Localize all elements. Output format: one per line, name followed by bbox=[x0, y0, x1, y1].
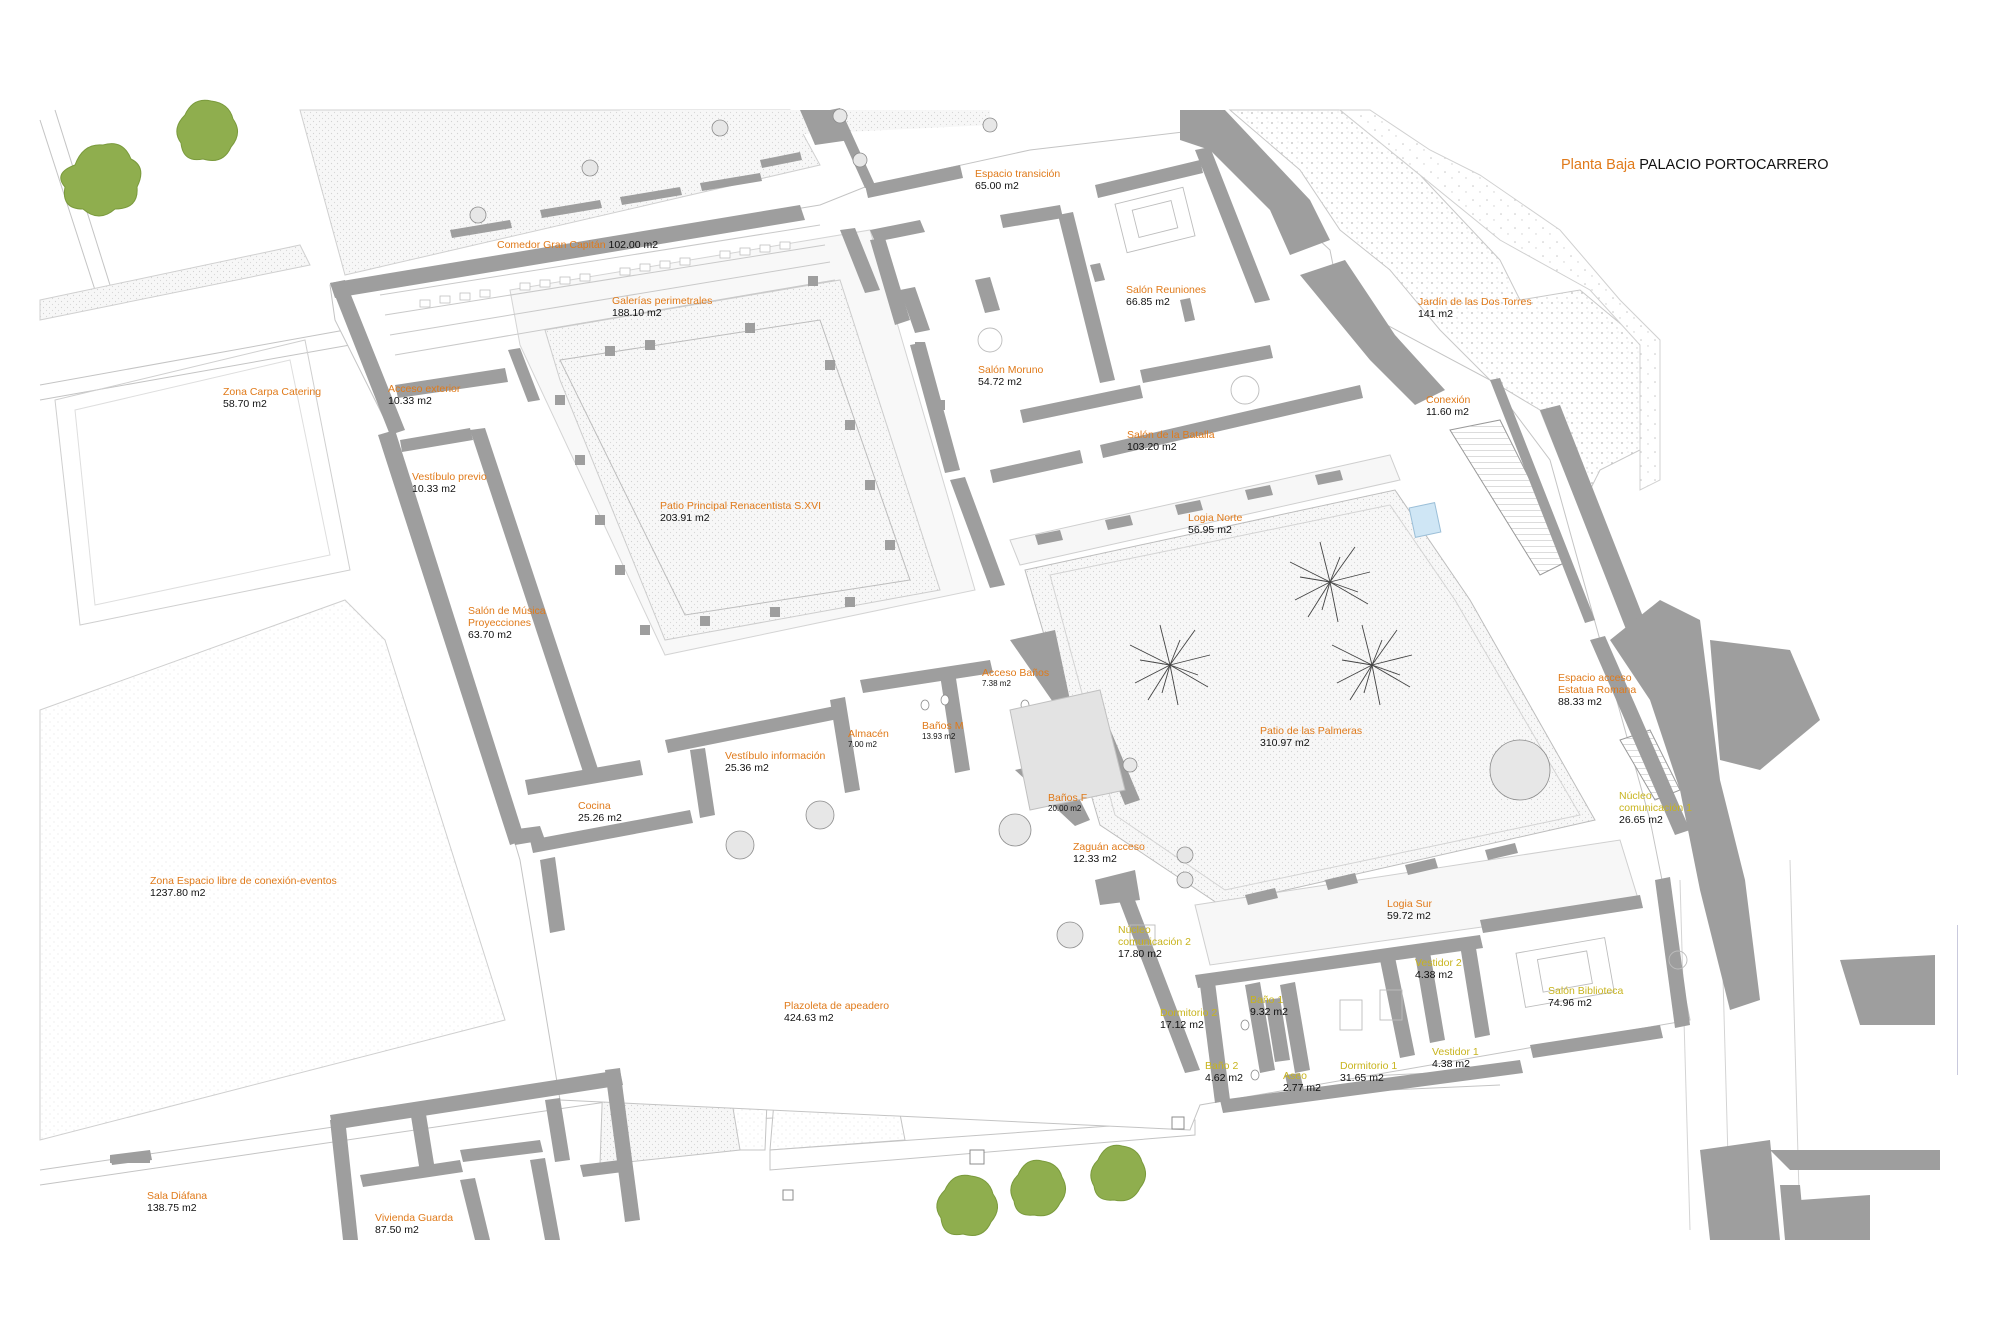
palms bbox=[1129, 541, 1413, 706]
room-label: Espacio acceso Estatua Romana 88.33 m2 bbox=[1558, 672, 1637, 708]
room-label: Jardín de las Dos Torres 141 m2 bbox=[1418, 296, 1532, 320]
room-label: Salón Moruno 54.72 m2 bbox=[978, 364, 1044, 388]
room-label: Baños M 13.93 m2 bbox=[922, 720, 964, 741]
tree-4 bbox=[1010, 1159, 1066, 1217]
trees bbox=[60, 99, 1551, 1236]
tower-north bbox=[1180, 110, 1330, 255]
room-label: Galerías perimetrales 188.10 m2 bbox=[612, 295, 713, 319]
room-label: Vestíbulo previo 10.33 m2 bbox=[412, 471, 487, 495]
room-label: Patio de las Palmeras 310.97 m2 bbox=[1260, 725, 1363, 749]
walls bbox=[110, 108, 1940, 1240]
title-building: PALACIO PORTOCARRERO bbox=[1639, 157, 1829, 173]
title-level: Planta Baja bbox=[1561, 157, 1636, 173]
logia-norte bbox=[1009, 454, 1401, 566]
room-label: Baños F 20.00 m2 bbox=[1048, 792, 1088, 813]
room-label: Salón de Música Proyecciones 63.70 m2 bbox=[468, 605, 546, 641]
room-label: Acceso exterior 10.33 m2 bbox=[388, 383, 461, 407]
tree-2 bbox=[176, 99, 238, 161]
tree-5 bbox=[1090, 1144, 1146, 1202]
room-label: Comedor Gran Capitán 102.00 m2 bbox=[497, 239, 659, 251]
room-label: Almacén 7.00 m2 bbox=[848, 728, 889, 749]
room-label: Cocina 25.26 m2 bbox=[578, 800, 622, 824]
sheet-margin-line bbox=[1953, 925, 1963, 1075]
room-label: Dormitorio 1 31.65 m2 bbox=[1340, 1060, 1398, 1084]
room-label: Salón Biblioteca 74.96 m2 bbox=[1548, 985, 1624, 1009]
sheet-title: Planta Baja PALACIO PORTOCARRERO bbox=[1561, 157, 1829, 173]
room-label: Salón de la Batalla 103.20 m2 bbox=[1127, 429, 1215, 453]
room-label: Baño 2 4.62 m2 bbox=[1205, 1060, 1243, 1084]
room-label: Dormitorio 2 17.12 m2 bbox=[1160, 1007, 1218, 1031]
room-label: Logia Sur 59.72 m2 bbox=[1387, 898, 1432, 922]
room-label: Núcleo comunicación 1 26.65 m2 bbox=[1619, 790, 1692, 826]
room-label: Patio Principal Renacentista S.XVI 203.9… bbox=[660, 500, 822, 524]
room-label: Vivienda Guarda 87.50 m2 bbox=[375, 1212, 454, 1236]
room-label: Acceso Baños 7.38 m2 bbox=[982, 667, 1050, 688]
room-label: Conexión 11.60 m2 bbox=[1426, 394, 1471, 418]
tree-1 bbox=[60, 143, 142, 217]
room-label: Baño 1 9.32 m2 bbox=[1250, 994, 1288, 1018]
room-label: Aseo 2.77 m2 bbox=[1283, 1070, 1321, 1094]
room-label: Zona Carpa Catering 58.70 m2 bbox=[223, 386, 322, 410]
room-label: Vestidor 2 4.38 m2 bbox=[1415, 957, 1462, 981]
room-label: Sala Diáfana 138.75 m2 bbox=[147, 1190, 208, 1214]
room-label: Logia Norte 56.95 m2 bbox=[1188, 512, 1243, 536]
garden-dos-torres bbox=[1228, 109, 1641, 512]
room-label: Zona Espacio libre de conexión-eventos 1… bbox=[150, 875, 337, 899]
tower-east bbox=[1610, 600, 1760, 1010]
room-label: Salón Reuniones 66.85 m2 bbox=[1126, 284, 1206, 308]
room-label: Zaguán acceso 12.33 m2 bbox=[1073, 841, 1145, 865]
tree-3 bbox=[936, 1174, 998, 1236]
room-label: Plazoleta de apeadero 424.63 m2 bbox=[784, 1000, 890, 1024]
room-label: Vestidor 1 4.38 m2 bbox=[1432, 1046, 1479, 1070]
room-label: Núcleo comunicación 2 17.80 m2 bbox=[1118, 924, 1191, 960]
room-label: Vestíbulo información 25.36 m2 bbox=[725, 750, 826, 774]
room-label: Espacio transición 65.00 m2 bbox=[975, 168, 1061, 192]
